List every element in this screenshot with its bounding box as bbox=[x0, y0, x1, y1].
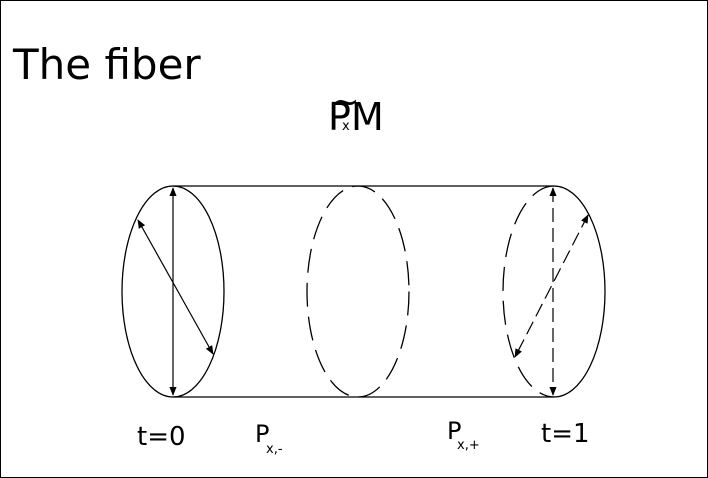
left-diagonal-arrow bbox=[137, 219, 214, 355]
arrows bbox=[137, 187, 589, 396]
formula-suffix: M bbox=[351, 95, 384, 139]
label-p-plus-sub: x,+ bbox=[457, 438, 480, 453]
label-p-minus: P x,- bbox=[255, 420, 283, 457]
cylinder bbox=[121, 185, 606, 398]
left-ellipse bbox=[121, 185, 225, 398]
formula-tilde: ~ bbox=[331, 82, 360, 122]
formula-subscript: x bbox=[342, 119, 350, 134]
slide-title: The fiber bbox=[12, 40, 201, 89]
label-p-minus-sub: x,- bbox=[266, 442, 283, 457]
label-t-start: t=0 bbox=[137, 422, 186, 452]
label-p-plus: P x,+ bbox=[447, 417, 480, 453]
formula: ~ P x M bbox=[328, 82, 384, 139]
right-diagonal-arrow-dashed bbox=[514, 214, 589, 358]
right-ellipse-front bbox=[553, 185, 606, 398]
right-ellipse-back-dashed bbox=[502, 185, 555, 398]
formula-main: P bbox=[328, 95, 351, 139]
label-p-minus-main: P bbox=[255, 420, 269, 448]
label-t-end: t=1 bbox=[541, 419, 590, 449]
middle-ellipse-dashed bbox=[306, 185, 410, 398]
label-p-plus-main: P bbox=[447, 417, 461, 445]
